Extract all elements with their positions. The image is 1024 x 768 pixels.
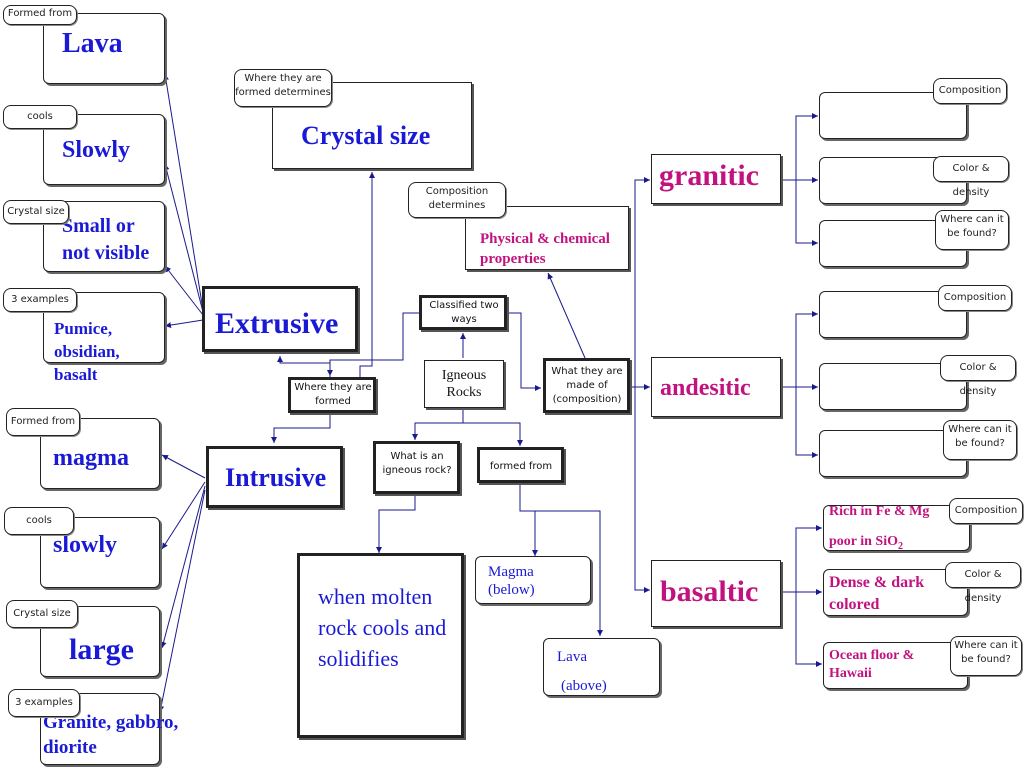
extrusive-crystal-size-value: Small or not visible [62,215,150,264]
intrusive-crystal-size-tag: Crystal size [6,600,78,628]
andesitic-label: andesitic [660,375,751,401]
basaltic-where-box: Ocean floor & Hawaii [823,642,968,689]
extrusive-box: Extrusive [202,286,358,352]
basaltic-label: basaltic [660,575,759,608]
basaltic-where-tag: Where can it be found? [950,636,1022,676]
granitic-composition-tag: Composition [933,78,1007,104]
lava-above-box: Lava (above) [543,638,660,696]
extrusive-label: Extrusive [215,307,339,340]
andesitic-box: andesitic [651,357,781,417]
granitic-label: granitic [659,159,759,192]
igneous-line-2: Rocks [446,385,482,400]
basaltic-box: basaltic [651,560,781,627]
igneous-rocks-box: Igneous Rocks [424,360,504,408]
andesitic-where-tag: Where can it be found? [943,420,1017,460]
extrusive-crystal-size-tag: Crystal size [3,200,69,224]
basaltic-where-value: Ocean floor & Hawaii [829,648,915,681]
intrusive-label: Intrusive [225,463,327,492]
definition-box: when molten rock cools and solidifies [297,553,464,738]
intrusive-examples-tag: 3 examples [8,689,80,717]
classified-label: Classified two ways [429,300,499,325]
andesitic-composition-tag: Composition [938,285,1012,311]
basaltic-color-value: Dense & dark colored [829,574,925,613]
intrusive-formed-from-value: magma [53,445,129,471]
where-formed-label: Where they are formed [294,382,372,407]
andesitic-where-box [819,430,967,477]
basaltic-color-tag: Color & density [945,562,1021,604]
extrusive-examples-tag: 3 examples [3,288,77,312]
basaltic-composition-box: Rich in Fe & Mg poor in SiO2 [823,504,970,552]
magma-below-label: Magma (below) [488,564,535,598]
intrusive-box: Intrusive [206,446,343,508]
intrusive-crystal-size-value: large [69,633,134,666]
formed-from-label: formed from [489,461,553,472]
extrusive-formed-from-value: Lava [62,28,123,59]
magma-below-box: Magma (below) [475,556,591,604]
basaltic-composition-line-2-subscript: 2 [898,540,903,552]
physical-chemical-label: Physical & chemical properties [480,231,610,267]
where-formed-box: Where they are formed [288,377,376,413]
basaltic-composition-line-1: Rich in Fe & Mg [829,504,930,519]
granitic-color-tag: Color & density [933,156,1009,198]
what-made-box: What they are made of (composition) [543,358,630,413]
intrusive-formed-from-tag: Formed from [6,408,80,436]
crystal-size-label: Crystal size [301,121,431,150]
intrusive-cools-tag: cools [4,507,74,535]
basaltic-color-box: Dense & dark colored [823,569,968,616]
basaltic-composition-tag: Composition [949,498,1023,524]
physical-chemical-box: Physical & chemical properties [465,206,629,270]
andesitic-color-tag: Color & density [940,355,1016,397]
intrusive-cools-value: slowly [53,532,118,558]
extrusive-examples-value: Pumice, obsidian, basalt [54,319,120,384]
composition-determines-tag: Composition determines [408,182,506,218]
lava-above-line-2: (above) [561,678,607,694]
igneous-line-1: Igneous [441,368,487,383]
formed-from-box: formed from [477,447,564,483]
igneous-rocks-label: Igneous Rocks [425,367,503,401]
extrusive-cools-value: Slowly [62,137,131,163]
what-made-label: What they are made of (composition) [551,366,623,405]
extrusive-cools-tag: cools [3,105,77,129]
definition-label: when molten rock cools and solidifies [318,584,447,671]
lava-above-line-1: Lava [557,649,587,665]
what-is-box: What is an igneous rock? [373,441,460,494]
what-is-label: What is an igneous rock? [382,451,452,476]
classified-box: Classified two ways [419,295,507,330]
basaltic-composition-line-2: poor in SiO2 [829,534,903,552]
extrusive-formed-from-tag: Formed from [3,5,77,25]
crystal-size-tag: Where they are formed determines [234,69,332,107]
granitic-where-tag: Where can it be found? [935,210,1009,250]
basaltic-composition-line-2-text: poor in SiO [829,534,898,549]
intrusive-examples-value: Granite, gabbro, diorite [43,712,179,758]
granitic-box: granitic [651,154,781,204]
